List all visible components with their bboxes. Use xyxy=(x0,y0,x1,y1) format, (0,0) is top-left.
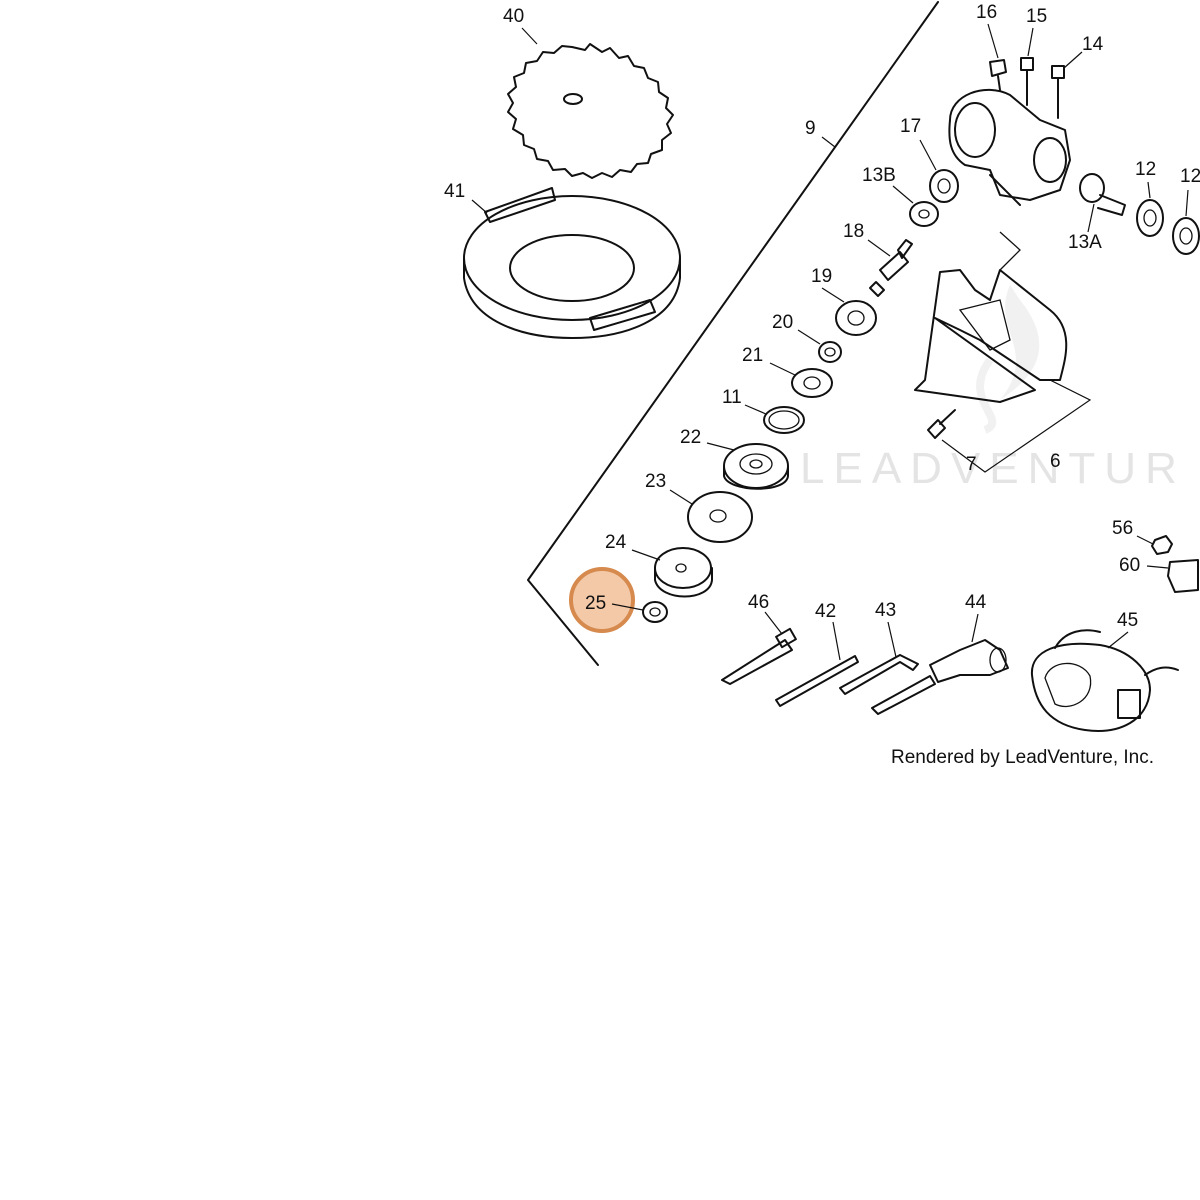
safety-goggles-part-45 xyxy=(1030,629,1179,732)
nut-part-25 xyxy=(642,601,668,623)
callout-24: 24 xyxy=(605,532,627,553)
callout-42: 42 xyxy=(815,601,836,622)
callout-13a: 13A xyxy=(1068,232,1102,253)
gear-case-housing xyxy=(948,88,1071,206)
box-wrench-part-44 xyxy=(871,639,1009,715)
callout-56: 56 xyxy=(1112,518,1133,539)
cover-part-24 xyxy=(654,547,713,598)
bolt-part-16 xyxy=(989,59,1007,91)
callout-16: 16 xyxy=(976,2,997,23)
collar-part-20 xyxy=(818,341,842,363)
bearing-part-21 xyxy=(791,368,833,398)
callout-22: 22 xyxy=(680,427,701,448)
callout-6: 6 xyxy=(1050,451,1061,472)
callout-21: 21 xyxy=(742,345,763,366)
snap-ring-part-11 xyxy=(763,406,805,434)
bracket-part-60 xyxy=(1167,559,1199,593)
screw-part-7 xyxy=(927,409,956,439)
callout-40: 40 xyxy=(503,6,524,27)
callout-15: 15 xyxy=(1026,6,1047,27)
callout-25: 25 xyxy=(585,593,606,614)
callout-18: 18 xyxy=(843,221,864,242)
callout-46: 46 xyxy=(748,592,769,613)
assembly-boundary-line xyxy=(527,1,939,666)
callout-12b: 12 xyxy=(1180,166,1200,187)
hex-wrench-part-43 xyxy=(839,654,919,695)
washer-part-23 xyxy=(687,491,753,543)
gear-shaft-part-13a xyxy=(1079,173,1126,216)
callout-23: 23 xyxy=(645,471,666,492)
highlight-circle-part-25[interactable] xyxy=(569,567,635,633)
rod-part-42 xyxy=(775,655,859,707)
bearing-part-12b xyxy=(1172,217,1200,255)
bevel-gear-part-13b xyxy=(909,201,939,227)
nut-part-56 xyxy=(1151,535,1173,555)
spindle-part-18 xyxy=(869,239,913,297)
callout-12a: 12 xyxy=(1135,159,1156,180)
callout-14: 14 xyxy=(1082,34,1104,55)
callout-45: 45 xyxy=(1117,610,1138,631)
bearing-part-12a xyxy=(1136,199,1164,237)
callout-11: 11 xyxy=(722,387,742,408)
receiver-holder-part-22 xyxy=(723,443,789,490)
group-bracket-6 xyxy=(941,379,1092,473)
callout-7: 7 xyxy=(966,454,977,475)
credit-text: Rendered by LeadVenture, Inc. xyxy=(891,747,1154,768)
watermark-text: LEADVENTUR xyxy=(800,444,1186,493)
debris-guard-part-6 xyxy=(914,231,1068,403)
bearing-part-19 xyxy=(835,300,877,336)
callout-17: 17 xyxy=(900,116,921,137)
callout-20: 20 xyxy=(772,312,793,333)
screw-part-15 xyxy=(1020,57,1034,106)
saw-blade-part-40 xyxy=(507,43,674,179)
bearing-part-17 xyxy=(929,169,959,203)
callout-44: 44 xyxy=(965,592,987,613)
bolt-part-14 xyxy=(1051,65,1065,119)
callout-13b: 13B xyxy=(862,165,896,186)
guard-ring-part-41 xyxy=(463,187,681,339)
callout-19: 19 xyxy=(811,266,832,287)
callout-9: 9 xyxy=(805,118,816,139)
callout-41: 41 xyxy=(444,181,465,202)
cable-tie-part-46 xyxy=(721,627,797,685)
callout-43: 43 xyxy=(875,600,896,621)
callout-60: 60 xyxy=(1119,555,1140,576)
watermark-logo-icon xyxy=(976,285,1040,434)
